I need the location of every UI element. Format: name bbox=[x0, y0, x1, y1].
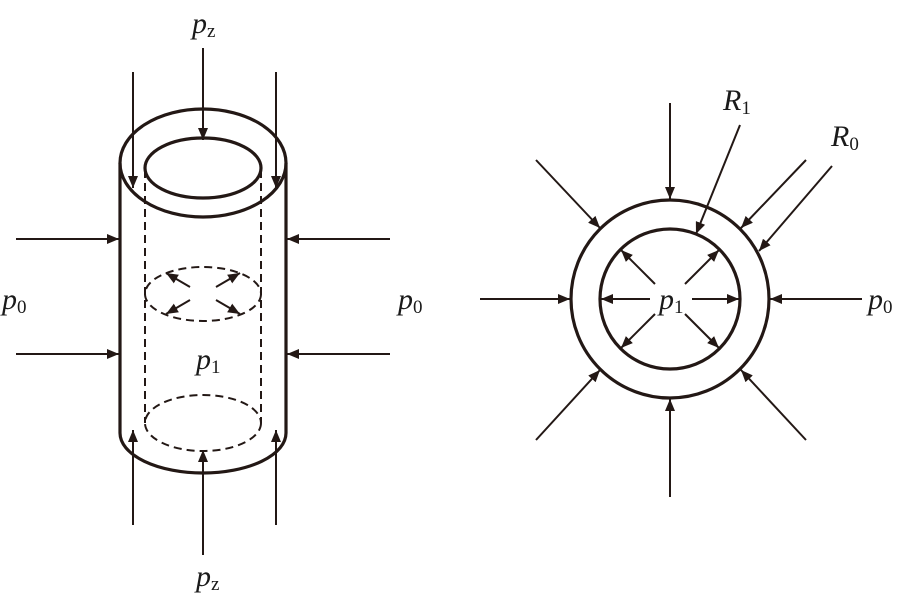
ring-inner-circle bbox=[598, 227, 742, 371]
label-p1-cylinder: p1 bbox=[194, 343, 221, 378]
p0-ring-arrow-lower-right bbox=[740, 369, 807, 441]
p0-ring-arrow-upper-left bbox=[535, 159, 601, 229]
cylinder-top-inner-rim bbox=[143, 136, 263, 200]
label-R1: R1 bbox=[722, 84, 751, 119]
p0-ring-arrow-upper-right bbox=[740, 159, 807, 229]
hollow-cylinder: pz pz p0 p0 p1 bbox=[0, 7, 423, 595]
p0-ring-arrow-lower-left bbox=[535, 369, 601, 441]
label-p0-middle: p0 bbox=[396, 283, 423, 318]
ring-outer-circle bbox=[569, 198, 771, 400]
p1-ring-arrow-lower-left bbox=[620, 313, 656, 349]
bore-middle-section bbox=[144, 266, 262, 322]
p1-arrow-lower-left bbox=[165, 299, 191, 315]
r0-leader-line bbox=[758, 165, 833, 252]
p1-arrow-lower-right bbox=[215, 299, 241, 315]
label-R0: R0 bbox=[830, 120, 859, 155]
p1-arrow-upper-left bbox=[165, 272, 191, 288]
bore-bottom-section bbox=[144, 394, 262, 452]
label-p0-left: p0 bbox=[0, 283, 27, 318]
label-pz-top: pz bbox=[190, 7, 215, 42]
p1-arrow-upper-right bbox=[215, 272, 241, 288]
r1-leader-line bbox=[695, 124, 741, 235]
p1-ring-arrow-upper-right bbox=[684, 249, 720, 285]
label-p0-right: p0 bbox=[866, 283, 893, 318]
p1-ring-arrow-lower-right bbox=[684, 313, 720, 349]
ring-cross-section: R1 R0 p1 p0 bbox=[480, 84, 893, 497]
label-pz-bottom: pz bbox=[194, 560, 219, 595]
p1-ring-arrow-upper-left bbox=[620, 249, 656, 285]
label-p1-ring: p1 bbox=[657, 283, 684, 318]
